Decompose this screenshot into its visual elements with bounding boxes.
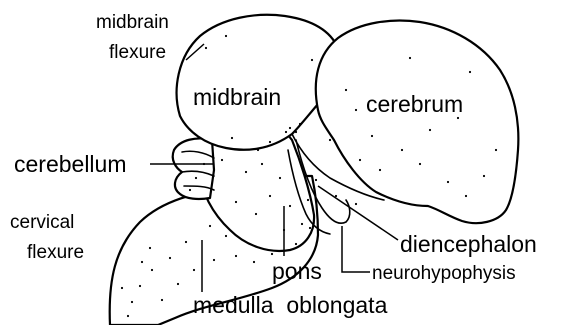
neurohypophysis-leader: [342, 226, 370, 272]
cervical-flexure-label-line1: cervical: [10, 212, 74, 233]
midbrain-label: midbrain: [193, 84, 281, 110]
cerebrum-outline: [316, 21, 519, 224]
cerebellum-label: cerebellum: [14, 151, 127, 177]
midbrain-flexure-label-line1: midbrain: [96, 12, 169, 33]
cerebrum-label: cerebrum: [366, 91, 463, 117]
diencephalon-label: diencephalon: [400, 231, 537, 257]
neurohypophysis-label: neurohypophysis: [372, 263, 516, 284]
cervical-flexure-label-line2: flexure: [27, 242, 84, 263]
pons-label: pons: [272, 258, 322, 284]
cerebellum-outline: [173, 138, 214, 198]
midbrain-flexure-label-line2: flexure: [109, 42, 166, 63]
medulla-oblongata-label: medulla oblongata: [193, 292, 388, 318]
